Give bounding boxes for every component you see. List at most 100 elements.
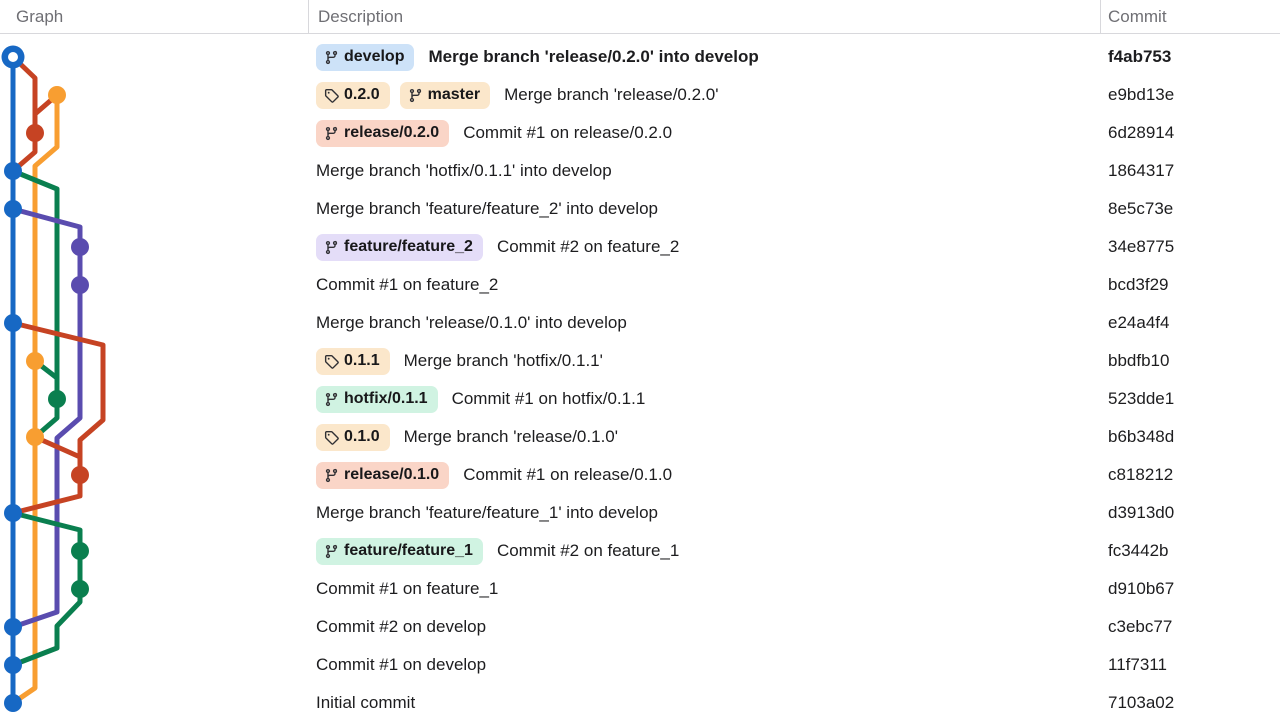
description-cell: Commit #1 on develop	[308, 655, 1100, 675]
description-cell: 0.1.0 Merge branch 'release/0.1.0'	[308, 423, 1100, 451]
description-cell: Commit #1 on feature_1	[308, 579, 1100, 599]
commit-message: Merge branch 'release/0.2.0' into develo…	[428, 47, 759, 66]
commit-message: Commit #1 on hotfix/0.1.1	[451, 389, 646, 408]
branch-badge[interactable]: hotfix/0.1.1	[316, 385, 438, 413]
commit-rows: develop Merge branch 'release/0.2.0' into…	[0, 38, 1280, 720]
commit-row[interactable]: release/0.1.0 Commit #1 on release/0.1.0 c…	[0, 456, 1280, 494]
branch-badge[interactable]: release/0.2.0	[316, 119, 450, 147]
branch-badge[interactable]: develop	[316, 43, 415, 71]
commit-row[interactable]: Commit #1 on feature_1 d910b67	[0, 570, 1280, 608]
commit-hash: 6d28914	[1108, 123, 1175, 142]
column-resize-handle[interactable]	[308, 0, 309, 33]
tag-icon	[324, 430, 339, 445]
git-branch-icon	[325, 126, 338, 140]
commit-node	[4, 162, 22, 180]
commit-message: Merge branch 'hotfix/0.1.1' into develop	[316, 161, 612, 180]
commit-message: Commit #2 on develop	[316, 617, 487, 636]
git-branch-icon	[325, 544, 338, 558]
commit-hash: d910b67	[1108, 579, 1175, 598]
commit-row[interactable]: Commit #2 on develop c3ebc77	[0, 608, 1280, 646]
graph-edge	[10, 206, 83, 630]
table-header: Graph Description Commit	[0, 0, 1280, 34]
description-cell: Merge branch 'feature/feature_1' into de…	[308, 503, 1100, 523]
commit-row[interactable]: release/0.2.0 Commit #1 on release/0.2.0 6…	[0, 114, 1280, 152]
column-header-description[interactable]: Description	[318, 7, 404, 26]
commit-hash: 523dde1	[1108, 389, 1175, 408]
column-header-graph[interactable]: Graph	[16, 7, 64, 26]
commit-row[interactable]: Merge branch 'release/0.1.0' into develo…	[0, 304, 1280, 342]
branch-badge[interactable]: feature/feature_1	[316, 537, 483, 565]
commit-row[interactable]: Merge branch 'hotfix/0.1.1' into develop…	[0, 152, 1280, 190]
column-header-commit[interactable]: Commit	[1108, 7, 1167, 26]
badge-label: hotfix/0.1.1	[344, 390, 428, 407]
graph-edge	[10, 92, 60, 706]
description-cell: hotfix/0.1.1 Commit #1 on hotfix/0.1.1	[308, 385, 1100, 413]
commit-node	[71, 238, 89, 256]
commit-row[interactable]: Merge branch 'feature/feature_2' into de…	[0, 190, 1280, 228]
commit-message: Commit #1 on release/0.1.0	[463, 465, 673, 484]
commit-message: Merge branch 'feature/feature_1' into de…	[316, 503, 658, 522]
commit-node	[4, 694, 22, 712]
tag-badge[interactable]: 0.1.1	[316, 347, 390, 375]
commit-hash: bcd3f29	[1108, 275, 1169, 294]
commit-node	[4, 314, 22, 332]
commit-node	[4, 618, 22, 636]
commit-hash: c818212	[1108, 465, 1174, 484]
commit-node	[26, 124, 44, 142]
commit-row[interactable]: hotfix/0.1.1 Commit #1 on hotfix/0.1.1 523…	[0, 380, 1280, 418]
commit-node	[4, 200, 22, 218]
commit-hash: 1864317	[1108, 161, 1175, 180]
badge-label: feature/feature_2	[344, 238, 473, 255]
description-cell: Initial commit	[308, 693, 1100, 713]
tag-badge[interactable]: 0.2.0	[316, 81, 390, 109]
tag-icon	[324, 354, 339, 369]
branch-badge[interactable]: feature/feature_2	[316, 233, 483, 261]
commit-message: Commit #1 on develop	[316, 655, 487, 674]
commit-hash: b6b348d	[1108, 427, 1175, 446]
commit-graph	[1, 45, 106, 712]
commit-message: Merge branch 'release/0.1.0'	[403, 427, 618, 446]
git-branch-icon	[325, 392, 338, 406]
commit-message: Commit #1 on release/0.2.0	[463, 123, 673, 142]
commit-hash: c3ebc77	[1108, 617, 1173, 636]
description-cell: release/0.2.0 Commit #1 on release/0.2.0	[308, 119, 1100, 147]
commit-message: Initial commit	[316, 693, 416, 712]
column-resize-handle[interactable]	[1100, 0, 1101, 33]
commit-hash: 11f7311	[1108, 655, 1167, 674]
commit-row[interactable]: Commit #1 on develop 11f7311	[0, 646, 1280, 684]
commit-hash: 34e8775	[1108, 237, 1175, 256]
commit-message: Commit #1 on feature_1	[316, 579, 499, 598]
branch-badge[interactable]: master	[399, 81, 491, 109]
badge-label: 0.1.1	[344, 352, 380, 369]
badge-label: master	[427, 86, 481, 103]
commit-message: Commit #1 on feature_2	[316, 275, 499, 294]
commit-node	[71, 276, 89, 294]
badge-label: 0.1.0	[344, 428, 380, 445]
commit-message: Merge branch 'release/0.2.0'	[504, 85, 719, 104]
commit-node	[26, 352, 44, 370]
badge-label: feature/feature_1	[344, 542, 473, 559]
branch-badge[interactable]: release/0.1.0	[316, 461, 450, 489]
tag-badge[interactable]: 0.1.0	[316, 423, 390, 451]
description-cell: 0.2.0 master Merge branch 'release/0.2.0'	[308, 81, 1100, 109]
commit-row[interactable]: develop Merge branch 'release/0.2.0' into…	[0, 38, 1280, 76]
commit-row[interactable]: Merge branch 'feature/feature_1' into de…	[0, 494, 1280, 532]
git-branch-icon	[325, 50, 338, 64]
commit-row[interactable]: Commit #1 on feature_2 bcd3f29	[0, 266, 1280, 304]
commit-hash: e24a4f4	[1108, 313, 1170, 332]
git-branch-icon	[325, 468, 338, 482]
commit-node	[48, 86, 66, 104]
commit-node	[4, 656, 22, 674]
commit-message: Commit #2 on feature_1	[496, 541, 680, 560]
commit-row[interactable]: 0.1.0 Merge branch 'release/0.1.0' b6b348d	[0, 418, 1280, 456]
description-cell: Merge branch 'feature/feature_2' into de…	[308, 199, 1100, 219]
badge-label: release/0.2.0	[344, 124, 440, 141]
description-cell: feature/feature_1 Commit #2 on feature_1	[308, 537, 1100, 565]
graph-edge	[10, 320, 106, 516]
commit-node	[71, 466, 89, 484]
